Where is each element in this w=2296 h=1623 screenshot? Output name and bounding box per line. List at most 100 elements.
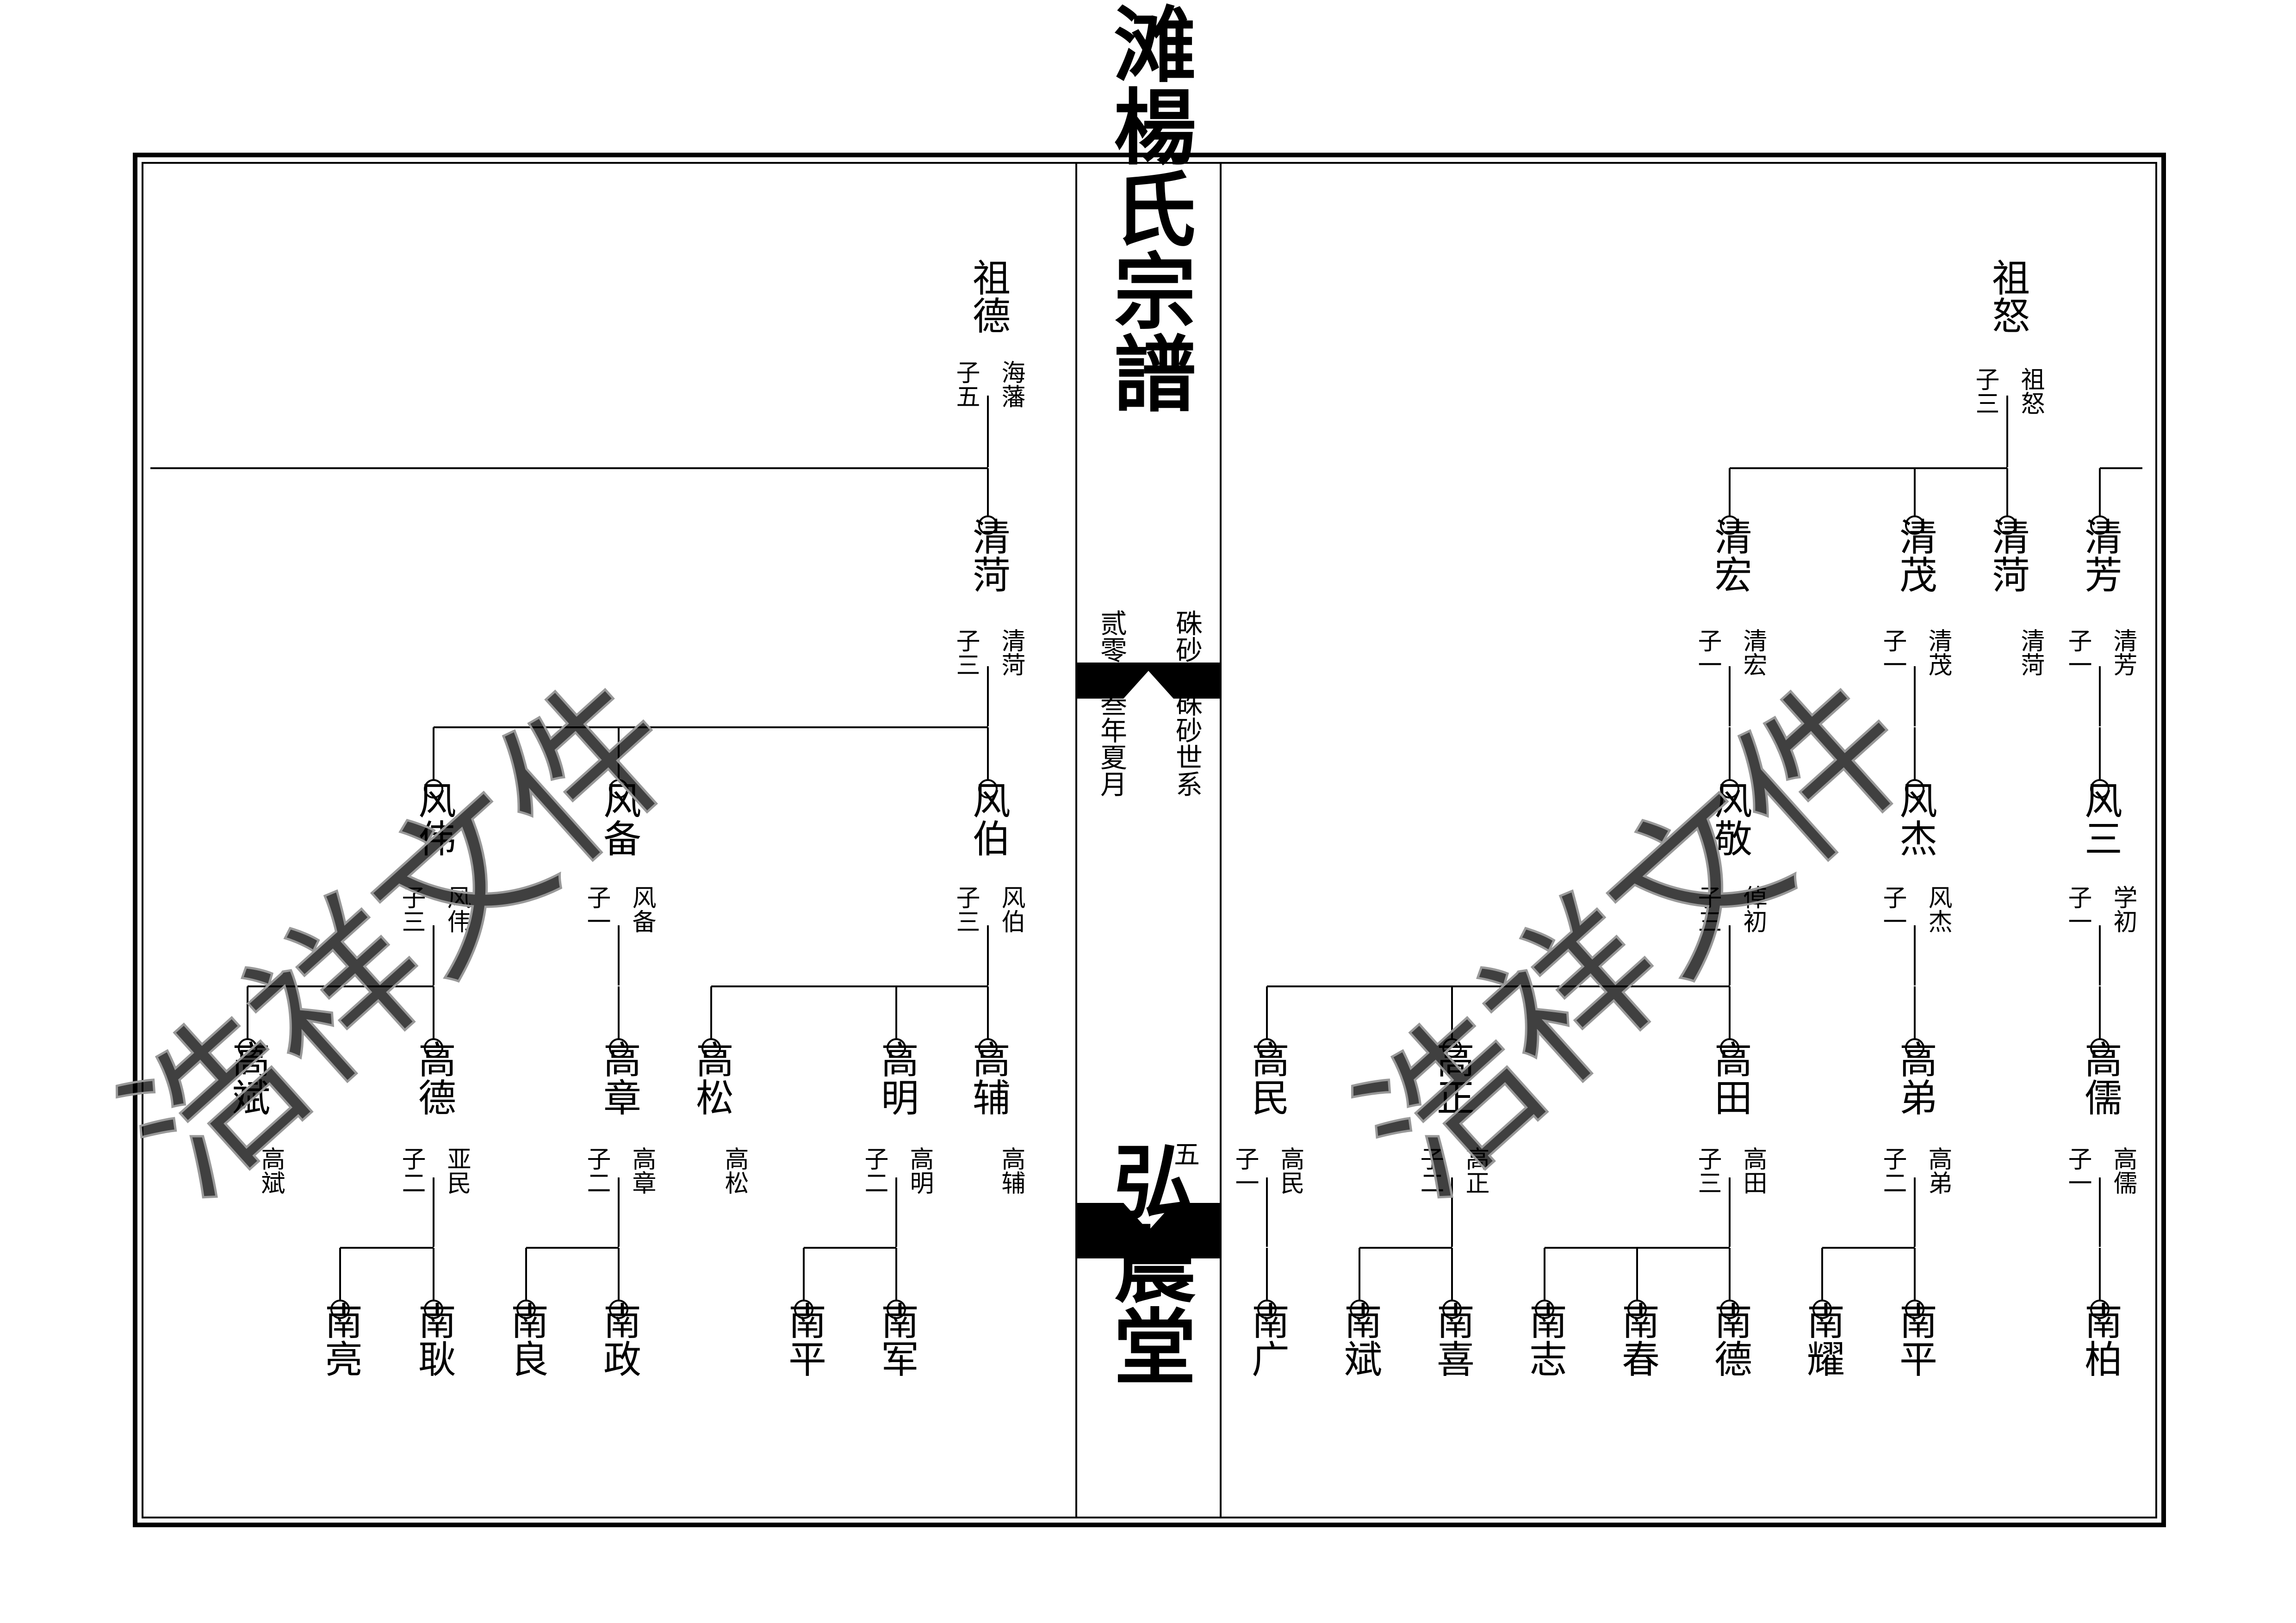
- name-right-gen4-0: 南广: [1245, 1301, 1289, 1377]
- name-left-gen3-5: 高辅: [966, 1040, 1010, 1116]
- node-circle: [516, 1300, 536, 1319]
- annot-sons: 子二: [583, 1146, 610, 1195]
- node-circle: [794, 1300, 813, 1319]
- node-circle: [1720, 1038, 1739, 1058]
- annot-father: 高民: [1276, 1146, 1304, 1195]
- spine-divider-bottom: [1076, 1203, 1221, 1258]
- name-left-gen4-0: 南亮: [318, 1301, 362, 1377]
- node-circle: [1535, 1300, 1554, 1319]
- annot-father: 清宏: [1739, 628, 1767, 676]
- annot-sons: 子一: [2064, 1146, 2091, 1195]
- annot-father: 高儒: [2109, 1146, 2137, 1195]
- annot-sons: 子五: [952, 360, 980, 408]
- name-left-gen1-0: 清菏: [966, 517, 1010, 593]
- node-circle: [978, 515, 998, 535]
- name-right-ancestor: 祖怒: [1986, 258, 2029, 334]
- name-right-gen4-5: 南德: [1708, 1301, 1752, 1377]
- name-right-gen1-2: 清菏: [1986, 517, 2029, 593]
- node-circle: [1350, 1300, 1369, 1319]
- annot-father: 风伯: [997, 885, 1025, 933]
- annot-sons: 子三: [952, 885, 980, 933]
- node-circle: [238, 1038, 257, 1058]
- name-left-gen4-4: 南平: [782, 1301, 826, 1377]
- outer-border: [133, 153, 2166, 1527]
- annot-father: 祖怒: [2017, 367, 2044, 415]
- watermark-left: 浩祥文件: [88, 643, 713, 1233]
- node-circle: [1720, 1300, 1739, 1319]
- name-right-gen2-1: 风杰: [1893, 781, 1937, 857]
- name-right-gen3-1: 高正: [1430, 1040, 1474, 1116]
- name-right-gen1-1: 清茂: [1893, 517, 1937, 593]
- person-names: 祖德 清菏 风伟 风备 风伯 高斌 高德 高章 高松 高明 高辅 南亮 南耿 南…: [226, 258, 2122, 1377]
- annot-sons: 子三: [952, 628, 980, 676]
- watermark-right: 浩祥文件: [1324, 643, 1948, 1233]
- node-circle: [978, 779, 998, 799]
- annot-father: 高章: [628, 1146, 656, 1195]
- node-circle: [1442, 1300, 1462, 1319]
- name-right-gen2-0: 风敬: [1708, 781, 1752, 857]
- annot-sons: 子二: [1416, 1146, 1444, 1195]
- annot-sons: 子二: [860, 1146, 888, 1195]
- annot-father: 高辅: [997, 1146, 1025, 1195]
- annot-father: 高正: [1461, 1146, 1489, 1195]
- annot-father: 海藩: [997, 360, 1025, 408]
- annot-sons: 子二: [1879, 1146, 1906, 1195]
- spine-title: 剑滩楊氏宗譜: [1100, 0, 1197, 414]
- name-left-gen4-5: 南军: [875, 1301, 918, 1377]
- annot-father: 高斌: [257, 1146, 285, 1195]
- node-circle: [1257, 1038, 1277, 1058]
- node-circle: [1998, 515, 2017, 535]
- annot-sons: 子一: [583, 885, 610, 933]
- name-right-gen3-0: 高民: [1245, 1040, 1289, 1116]
- annot-sons: 子三: [1694, 885, 1721, 933]
- name-right-gen4-4: 南春: [1615, 1301, 1659, 1377]
- node-circle: [330, 1300, 350, 1319]
- node-circle: [609, 1300, 628, 1319]
- name-left-gen2-1: 风备: [597, 781, 641, 857]
- annot-sons: 子三: [1694, 1146, 1721, 1195]
- node-circle: [1627, 1300, 1647, 1319]
- node-circle: [424, 779, 443, 799]
- annot-father: 清茂: [1924, 628, 1952, 676]
- name-right-gen3-3: 高弟: [1893, 1040, 1937, 1116]
- node-circle: [1442, 1038, 1462, 1058]
- name-right-gen4-6: 南耀: [1800, 1301, 1844, 1377]
- node-circle: [887, 1038, 906, 1058]
- name-right-gen4-1: 南斌: [1338, 1301, 1382, 1377]
- node-circle: [1257, 1300, 1277, 1319]
- inner-border: [142, 162, 2157, 1518]
- annot-sons: 子一: [1879, 885, 1906, 933]
- node-circle: [2090, 515, 2110, 535]
- annot-sons: 子二: [397, 1146, 425, 1195]
- annot-father: 高弟: [1924, 1146, 1952, 1195]
- annot-sons: 子一: [1879, 628, 1906, 676]
- name-right-gen2-2: 风三: [2078, 781, 2122, 857]
- spine-divider-top: [1076, 663, 1221, 699]
- annot-sons: 子一: [1231, 1146, 1259, 1195]
- name-left-ancestor: 祖德: [966, 258, 1010, 334]
- node-circle: [2090, 1300, 2110, 1319]
- node-circle: [2090, 779, 2110, 799]
- name-left-gen2-0: 风伟: [412, 781, 456, 857]
- annot-sons: 子三: [397, 885, 425, 933]
- name-right-gen4-2: 南喜: [1430, 1301, 1474, 1377]
- spine-page-number: 五: [1174, 1140, 1200, 1170]
- annot-father: 风伟: [443, 885, 471, 933]
- annot-father: 清芳: [2109, 628, 2137, 676]
- node-circle: [1720, 515, 1739, 535]
- node-circle: [609, 1038, 628, 1058]
- annot-sons: 子三: [1971, 367, 1999, 415]
- annot-father: 倬初: [1739, 885, 1767, 933]
- annot-father: 风备: [628, 885, 656, 933]
- node-circle: [1812, 1300, 1832, 1319]
- annot-father: 风杰: [1924, 885, 1952, 933]
- node-circle: [1905, 779, 1924, 799]
- name-left-gen4-2: 南良: [504, 1301, 548, 1377]
- node-circle: [1720, 779, 1739, 799]
- annot-father: 高松: [720, 1146, 748, 1195]
- node-circle: [609, 779, 628, 799]
- annot-sons: 子一: [1694, 628, 1721, 676]
- annot-sons: 子一: [2064, 885, 2091, 933]
- annot-sons: 子一: [2064, 628, 2091, 676]
- spine-date: 贰零贰叁年夏月: [1096, 609, 1127, 797]
